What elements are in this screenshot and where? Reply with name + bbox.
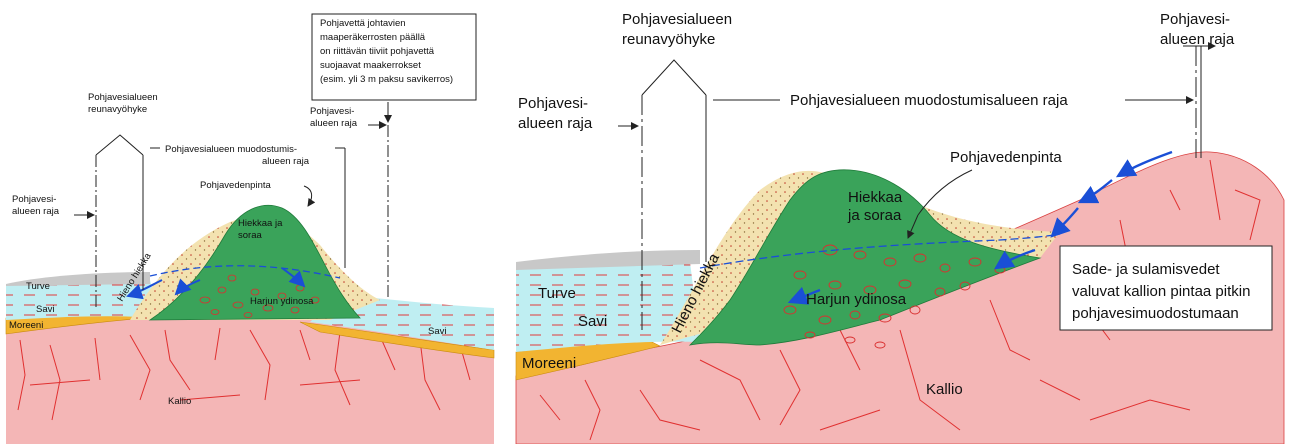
left-note-line-3: on riittävän tiiviit pohjavettä (320, 46, 435, 57)
left-note-line-1: Pohjavettä johtavien (320, 18, 406, 29)
right-note-line-1: Sade- ja sulamisvedet (1072, 261, 1220, 278)
left-label-savi-right: Savi (428, 326, 446, 337)
left-label-pohjavedenpinta: Pohjavedenpinta (200, 180, 271, 191)
right-label-moreeni: Moreeni (522, 355, 576, 372)
right-label-reunavyohyke-2: reunavyöhyke (622, 31, 715, 48)
left-label-raja-left-1: Pohjavesi- (12, 194, 56, 205)
left-label-raja-left-2: alueen raja (12, 206, 60, 217)
left-label-reunavyohyke-1: Pohjavesialueen (88, 92, 158, 103)
left-label-moreeni: Moreeni (9, 320, 43, 331)
left-label-muodostumis-1: Pohjavesialueen muodostumis- (165, 144, 297, 155)
right-label-raja-right-1: Pohjavesi- (1160, 11, 1230, 28)
right-label-raja-left-2: alueen raja (518, 115, 593, 132)
right-label-raja-left-1: Pohjavesi- (518, 95, 588, 112)
left-label-savi-left: Savi (36, 304, 54, 315)
left-note-line-5: (esim. yli 3 m paksu savikerros) (320, 74, 453, 85)
right-label-savi: Savi (578, 313, 607, 330)
left-label-ydinosa: Harjun ydinosa (250, 296, 314, 307)
left-note-line-2: maaperäkerrosten päällä (320, 32, 426, 43)
left-label-reunavyohyke-2: reunavyöhyke (88, 104, 147, 115)
right-label-hiekkaa-2: ja soraa (847, 207, 902, 224)
right-label-ydinosa: Harjun ydinosa (806, 291, 907, 308)
left-panel: Pohjavettä johtavien maaperäkerrosten pä… (6, 0, 494, 444)
right-label-reunavyohyke-1: Pohjavesialueen (622, 11, 732, 28)
left-label-hiekkaa-1: Hiekkaa ja (238, 218, 283, 229)
right-note-line-3: pohjavesimuodostumaan (1072, 305, 1239, 322)
right-label-pohjavedenpinta: Pohjavedenpinta (950, 149, 1062, 166)
right-panel: Pohjavesialueen reunavyöhyke Pohjavesi- … (516, 11, 1284, 444)
left-label-raja-right-2: alueen raja (310, 118, 358, 129)
right-label-muodostumis: Pohjavesialueen muodostumisalueen raja (790, 92, 1068, 109)
right-label-turve: Turve (538, 285, 576, 302)
left-note-line-4: suojaavat maakerrokset (320, 60, 421, 71)
left-label-hiekkaa-2: soraa (238, 230, 262, 241)
right-label-kallio: Kallio (926, 381, 963, 398)
left-label-raja-right-1: Pohjavesi- (310, 106, 354, 117)
left-label-kallio: Kallio (168, 396, 191, 407)
right-label-raja-right-2: alueen raja (1160, 31, 1235, 48)
right-note-line-2: valuvat kallion pintaa pitkin (1072, 283, 1250, 300)
left-label-turve: Turve (26, 281, 50, 292)
right-label-hiekkaa-1: Hiekkaa (848, 189, 903, 206)
left-label-muodostumis-2: alueen raja (262, 156, 310, 167)
